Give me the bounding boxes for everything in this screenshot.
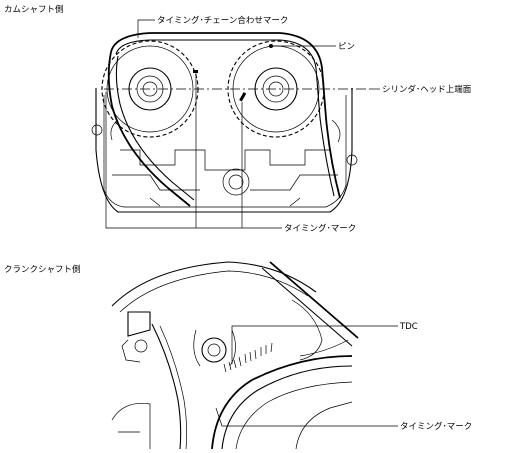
- crankshaft-side-title: クランクシャフト側: [4, 264, 81, 275]
- cam-timing-marks-label: タイミング･マーク: [284, 223, 356, 234]
- right-cam-mark: [239, 92, 247, 102]
- tdc-label: TDC: [399, 322, 418, 332]
- pin-label: ピン: [338, 42, 355, 52]
- degree-scale: [223, 342, 273, 373]
- chain-alignment-mark-label: タイミング･チェーン合わせマーク: [157, 15, 288, 26]
- crank-timing-mark-label: タイミング･マーク: [400, 421, 472, 432]
- camshaft-drawing: [91, 19, 380, 229]
- crankshaft-drawing: [111, 261, 398, 450]
- pin-marker: [269, 44, 273, 48]
- camshaft-side-title: カムシャフト側: [4, 4, 64, 15]
- cylinder-head-surface-label: シリンダ･ヘッド上端面: [382, 84, 472, 95]
